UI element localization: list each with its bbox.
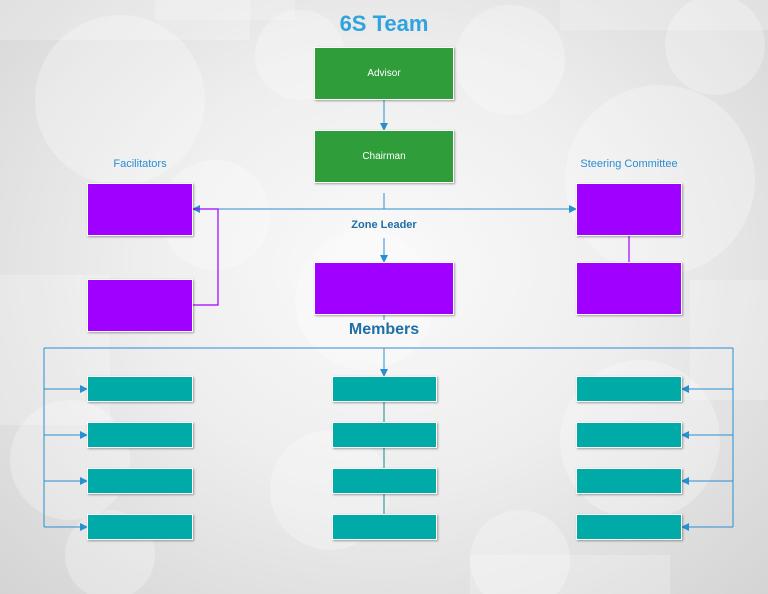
member-box-right-4[interactable] <box>576 514 682 540</box>
connector-facilitators-pair <box>193 208 219 306</box>
facilitators-label: Facilitators <box>113 158 167 170</box>
member-box-left-1[interactable] <box>87 376 193 402</box>
member-box-center-2[interactable] <box>332 422 437 448</box>
zone-leader-label: Zone Leader <box>351 219 417 231</box>
steering-committee-box-2[interactable] <box>576 262 682 315</box>
member-box-right-2[interactable] <box>576 422 682 448</box>
steering-committee-label: Steering Committee <box>580 158 678 170</box>
zone-leader-box[interactable] <box>314 262 454 315</box>
member-box-center-4[interactable] <box>332 514 437 540</box>
advisor-box[interactable]: Advisor <box>314 47 454 100</box>
facilitator-box-2[interactable] <box>87 279 193 332</box>
diagram-title: 6S Team <box>339 11 429 36</box>
member-box-right-1[interactable] <box>576 376 682 402</box>
members-label: Members <box>348 321 420 338</box>
member-box-right-3[interactable] <box>576 468 682 494</box>
chairman-box[interactable]: Chairman <box>314 130 454 183</box>
member-box-left-2[interactable] <box>87 422 193 448</box>
member-box-center-3[interactable] <box>332 468 437 494</box>
member-box-center-1[interactable] <box>332 376 437 402</box>
member-box-left-4[interactable] <box>87 514 193 540</box>
steering-committee-box-1[interactable] <box>576 183 682 236</box>
member-box-left-3[interactable] <box>87 468 193 494</box>
advisor-label: Advisor <box>367 68 401 79</box>
chairman-label: Chairman <box>362 151 406 162</box>
facilitator-box-1[interactable] <box>87 183 193 236</box>
